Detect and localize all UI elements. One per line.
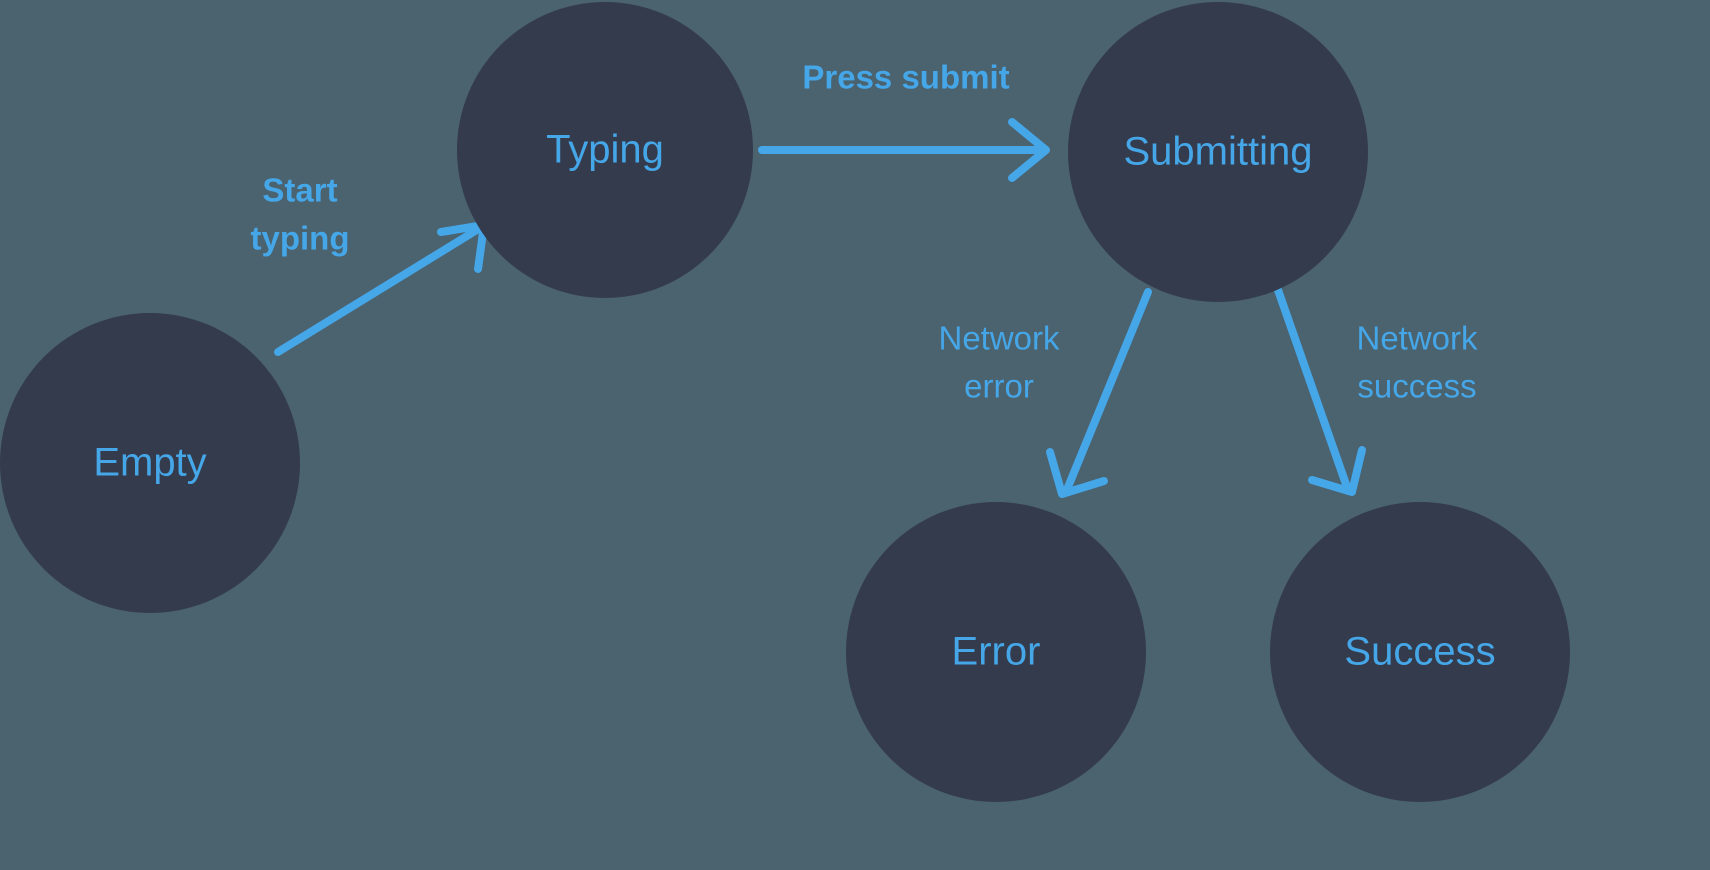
edge-label-press-submit-line1: Press submit bbox=[802, 59, 1009, 96]
edge-label-network-error-line2: error bbox=[964, 368, 1034, 405]
node-empty-label: Empty bbox=[93, 441, 206, 485]
edge-label-start-typing-line1: Start bbox=[262, 172, 337, 209]
edge-label-network-error-line1: Network bbox=[938, 320, 1060, 357]
edge-label-network-success-line2: success bbox=[1357, 368, 1476, 405]
edge-press-submit-arrowhead bbox=[1008, 118, 1050, 182]
edge-network-success-arrowhead bbox=[1308, 446, 1366, 496]
edge-label-network-success-line1: Network bbox=[1356, 320, 1478, 357]
node-empty[interactable]: Empty bbox=[0, 313, 300, 613]
node-success-label: Success bbox=[1344, 630, 1495, 674]
node-error-label: Error bbox=[952, 630, 1041, 674]
edge-network-success bbox=[1274, 286, 1366, 496]
edge-start-typing-line bbox=[274, 224, 484, 356]
edge-label-press-submit: Press submit bbox=[802, 59, 1009, 96]
node-submitting[interactable]: Submitting bbox=[1068, 2, 1368, 302]
node-typing[interactable]: Typing bbox=[457, 2, 753, 298]
node-success-circle[interactable] bbox=[1270, 502, 1570, 802]
node-success[interactable]: Success bbox=[1270, 502, 1570, 802]
edge-label-network-success: Network success bbox=[1356, 320, 1478, 405]
node-error[interactable]: Error bbox=[846, 502, 1146, 802]
edge-label-start-typing-line2: typing bbox=[251, 220, 350, 257]
node-error-circle[interactable] bbox=[846, 502, 1146, 802]
edge-network-success-line bbox=[1274, 286, 1352, 494]
edge-press-submit bbox=[758, 118, 1050, 182]
edge-label-network-error: Network error bbox=[938, 320, 1060, 405]
edge-label-start-typing: Start typing bbox=[251, 172, 350, 257]
node-submitting-label: Submitting bbox=[1124, 130, 1313, 174]
node-typing-circle[interactable] bbox=[457, 2, 753, 298]
node-typing-label: Typing bbox=[546, 128, 664, 172]
edge-network-error-line bbox=[1062, 288, 1152, 496]
node-empty-circle[interactable] bbox=[0, 313, 300, 613]
edge-network-error bbox=[1046, 288, 1152, 498]
node-submitting-circle[interactable] bbox=[1068, 2, 1368, 302]
edge-network-error-arrowhead bbox=[1046, 448, 1108, 498]
